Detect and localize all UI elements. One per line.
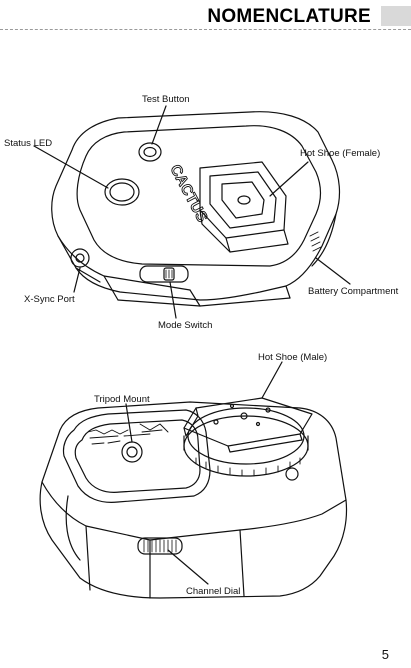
transmitter-bottom-view — [40, 362, 346, 598]
page-number: 5 — [382, 647, 389, 662]
label-hot-shoe-female: Hot Shoe (Female) — [300, 148, 380, 159]
label-tripod-mount: Tripod Mount — [94, 394, 150, 405]
label-x-sync-port: X-Sync Port — [24, 294, 75, 305]
label-channel-dial: Channel Dial — [186, 586, 240, 597]
label-test-button: Test Button — [142, 94, 190, 105]
label-battery-compartment: Battery Compartment — [308, 286, 398, 297]
label-mode-switch: Mode Switch — [158, 320, 212, 331]
brand-logo: CACTUS — [166, 162, 210, 225]
label-status-led: Status LED — [4, 138, 52, 149]
label-hot-shoe-male: Hot Shoe (Male) — [258, 352, 327, 363]
